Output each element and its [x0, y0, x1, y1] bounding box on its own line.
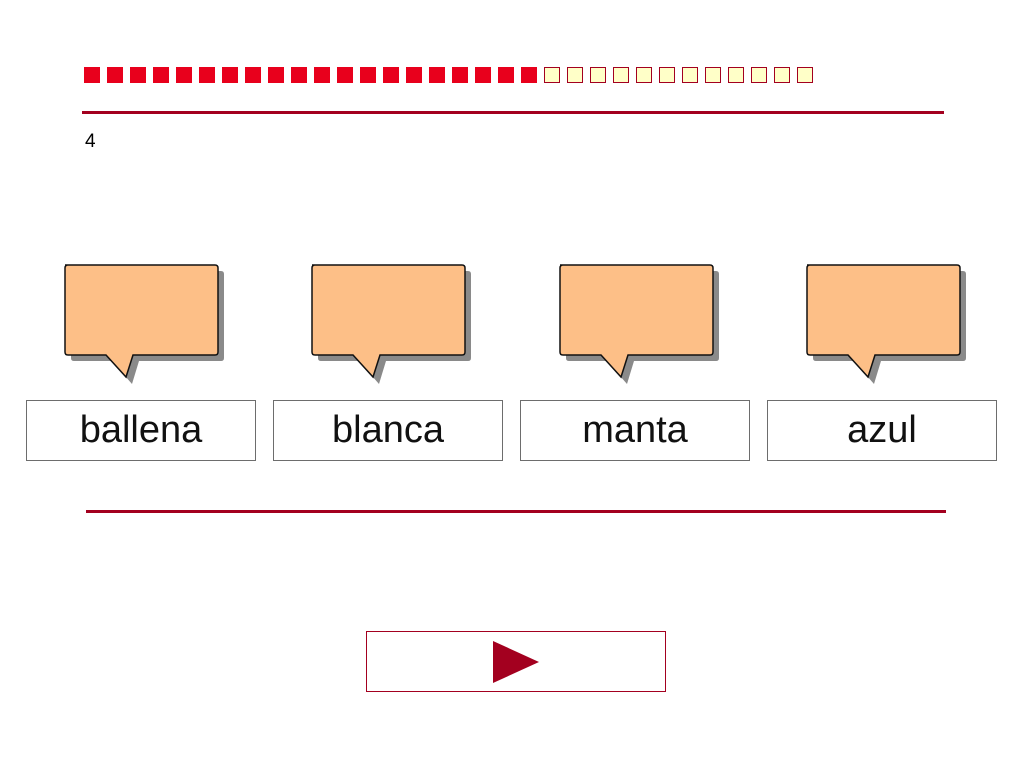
word-choice-azul[interactable]: azul	[767, 400, 997, 461]
top-divider	[82, 111, 944, 114]
progress-square-complete	[107, 67, 123, 83]
progress-square-complete	[130, 67, 146, 83]
progress-square-pending	[682, 67, 698, 83]
progress-square-complete	[268, 67, 284, 83]
progress-square-complete	[245, 67, 261, 83]
word-choice-ballena[interactable]: ballena	[26, 400, 256, 461]
speech-bubble-icon	[806, 264, 966, 384]
progress-square-complete	[153, 67, 169, 83]
progress-square-pending	[567, 67, 583, 83]
answer-slot-1[interactable]	[62, 262, 228, 388]
progress-square-pending	[636, 67, 652, 83]
answer-slot-3[interactable]	[557, 262, 723, 388]
word-choice-manta[interactable]: manta	[520, 400, 750, 461]
progress-square-complete	[314, 67, 330, 83]
speech-bubble-icon	[64, 264, 224, 384]
progress-square-complete	[429, 67, 445, 83]
progress-square-pending	[613, 67, 629, 83]
progress-square-pending	[590, 67, 606, 83]
question-number: 4	[85, 131, 96, 152]
progress-square-complete	[521, 67, 537, 83]
progress-square-pending	[544, 67, 560, 83]
next-button[interactable]	[366, 631, 666, 692]
progress-square-complete	[406, 67, 422, 83]
progress-square-complete	[498, 67, 514, 83]
answer-slot-4[interactable]	[804, 262, 970, 388]
progress-square-complete	[199, 67, 215, 83]
progress-square-pending	[774, 67, 790, 83]
speech-bubble-icon	[559, 264, 719, 384]
progress-square-complete	[222, 67, 238, 83]
progress-square-complete	[291, 67, 307, 83]
progress-square-pending	[751, 67, 767, 83]
speech-bubble-icon	[311, 264, 471, 384]
progress-square-pending	[728, 67, 744, 83]
progress-square-complete	[452, 67, 468, 83]
bottom-divider	[86, 510, 946, 513]
progress-square-pending	[797, 67, 813, 83]
progress-square-pending	[659, 67, 675, 83]
progress-square-complete	[337, 67, 353, 83]
progress-square-complete	[176, 67, 192, 83]
play-arrow-icon	[493, 640, 539, 683]
progress-square-complete	[360, 67, 376, 83]
word-choice-blanca[interactable]: blanca	[273, 400, 503, 461]
progress-indicator	[84, 67, 813, 83]
progress-square-pending	[705, 67, 721, 83]
answer-slot-2[interactable]	[309, 262, 475, 388]
progress-square-complete	[84, 67, 100, 83]
progress-square-complete	[383, 67, 399, 83]
progress-square-complete	[475, 67, 491, 83]
